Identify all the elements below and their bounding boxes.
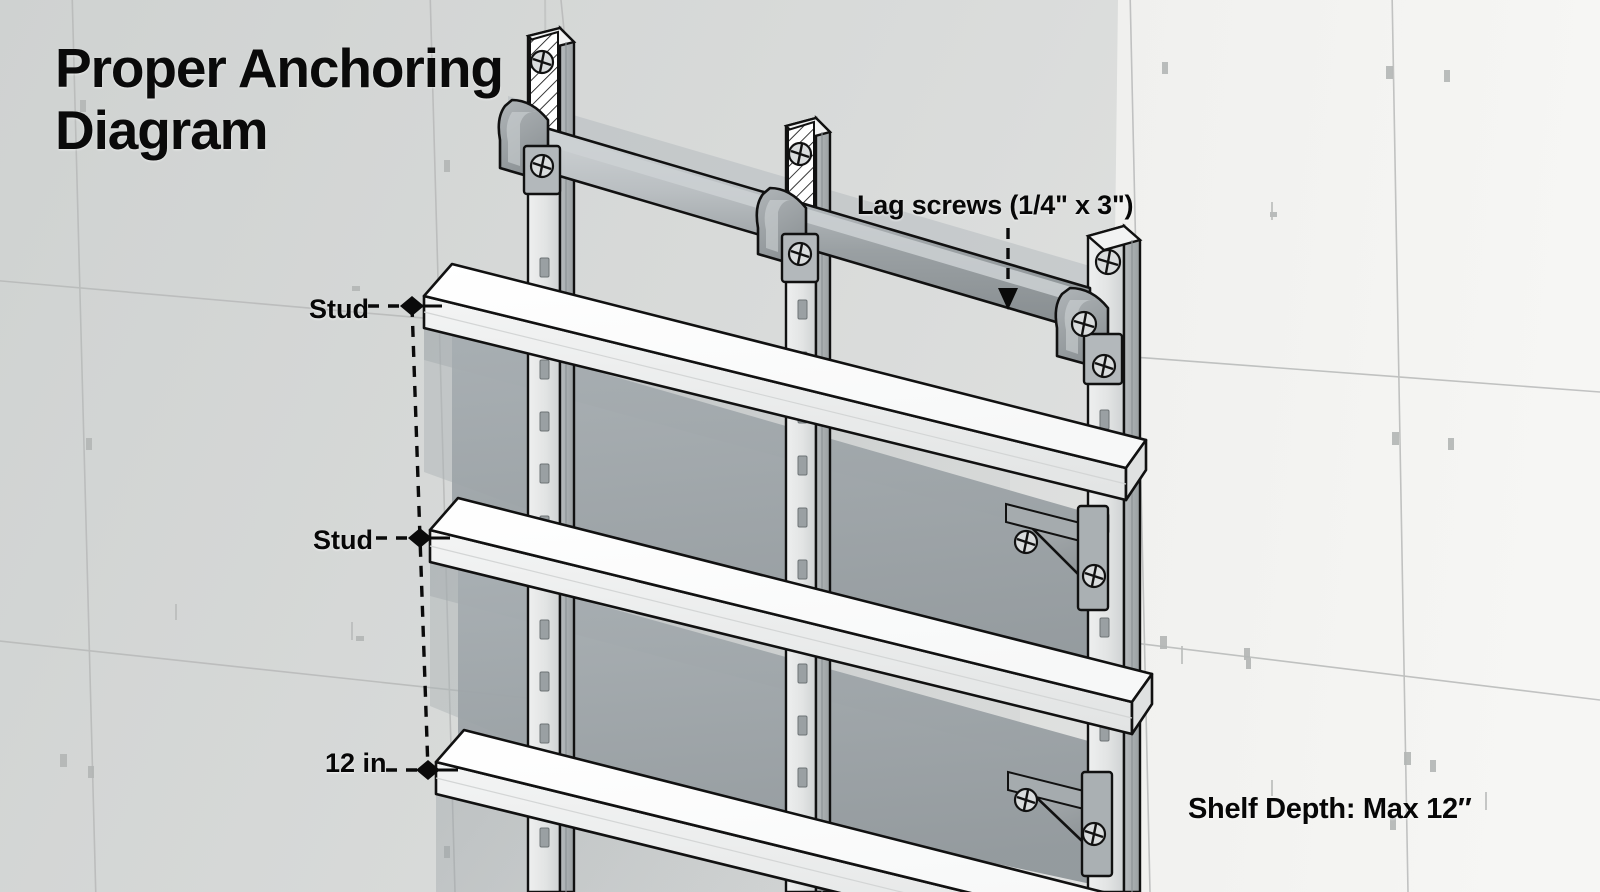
rod-bracket-left xyxy=(497,49,562,196)
arrow-lag-screws xyxy=(998,288,1018,310)
shelf-middle xyxy=(428,496,1154,736)
shelf-top xyxy=(422,262,1148,502)
shelf-bottom xyxy=(434,728,1109,892)
callout-arrowheads xyxy=(400,288,1018,780)
seam-tick-marks xyxy=(175,202,1487,810)
rod-bracket-middle xyxy=(755,141,820,284)
dimension-line-vertical xyxy=(410,305,430,771)
rod-bracket-right xyxy=(1054,248,1124,386)
shelf-bracket-middle xyxy=(1005,502,1110,612)
wall-panel-right xyxy=(1107,0,1600,892)
shelf-bracket-bottom xyxy=(1007,770,1114,878)
